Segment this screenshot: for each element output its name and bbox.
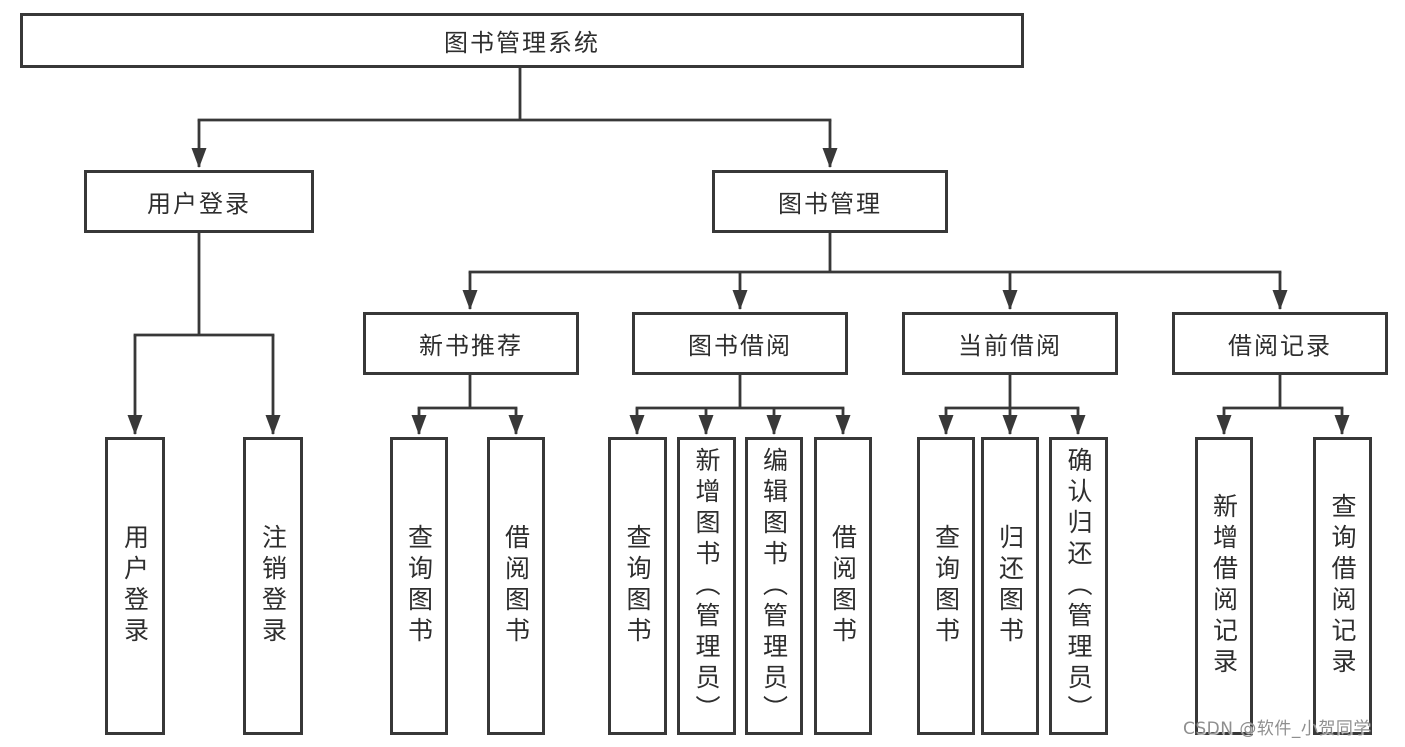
leaf-logout: 注销登录	[243, 437, 303, 735]
leaf-cb-return-books: 归还图书	[981, 437, 1039, 735]
leaf-cb-query-books: 查询图书	[917, 437, 975, 735]
node-book-borrowing: 图书借阅	[632, 312, 848, 375]
node-book-management: 图书管理	[712, 170, 948, 233]
node-new-book-recommendation: 新书推荐	[363, 312, 579, 375]
leaf-nb-borrow-books: 借阅图书	[487, 437, 545, 735]
leaf-user-login: 用户登录	[105, 437, 165, 735]
node-borrowing-records: 借阅记录	[1172, 312, 1388, 375]
leaf-bb-borrow-books: 借阅图书	[814, 437, 872, 735]
node-current-borrowing: 当前借阅	[902, 312, 1118, 375]
node-user-login: 用户登录	[84, 170, 314, 233]
leaf-nb-query-books: 查询图书	[390, 437, 448, 735]
leaf-bb-add-books-admin: 新增图书（管理员）	[677, 437, 736, 735]
leaf-bb-edit-books-admin: 编辑图书（管理员）	[745, 437, 803, 735]
leaf-br-add-borrow-record: 新增借阅记录	[1195, 437, 1253, 735]
leaf-br-query-borrow-record: 查询借阅记录	[1313, 437, 1372, 735]
leaf-bb-query-books: 查询图书	[608, 437, 667, 735]
node-library-system: 图书管理系统	[20, 13, 1024, 68]
csdn-watermark: CSDN @软件_小贺同学	[1183, 719, 1371, 739]
leaf-cb-confirm-return-admin: 确认归还（管理员）	[1049, 437, 1108, 735]
